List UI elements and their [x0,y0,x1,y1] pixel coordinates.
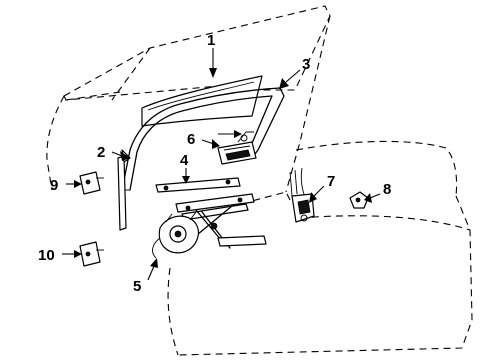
callout-9: 9 [50,177,58,194]
callout-4: 4 [180,152,189,169]
door-lock-assembly [217,131,257,165]
door-striker [349,191,369,209]
callout-6: 6 [187,131,195,148]
callout-10: 10 [38,247,55,264]
regulator-motor [152,211,199,259]
door-latch [289,167,315,223]
callout-3: 3 [302,56,310,73]
callout-2: 2 [97,144,105,161]
lower-hinge [79,241,104,267]
callout-1: 1 [207,32,215,49]
callout-5: 5 [133,278,141,295]
lower-sash-channel [155,177,241,193]
upper-hinge [79,171,104,195]
leader-lines [62,48,381,281]
callout-8: 8 [383,181,391,198]
callout-7: 7 [327,173,335,190]
door-glass [141,75,263,127]
callout-labels: 1 2 3 4 5 6 7 8 9 10 [38,32,391,295]
body-outline [46,5,473,356]
